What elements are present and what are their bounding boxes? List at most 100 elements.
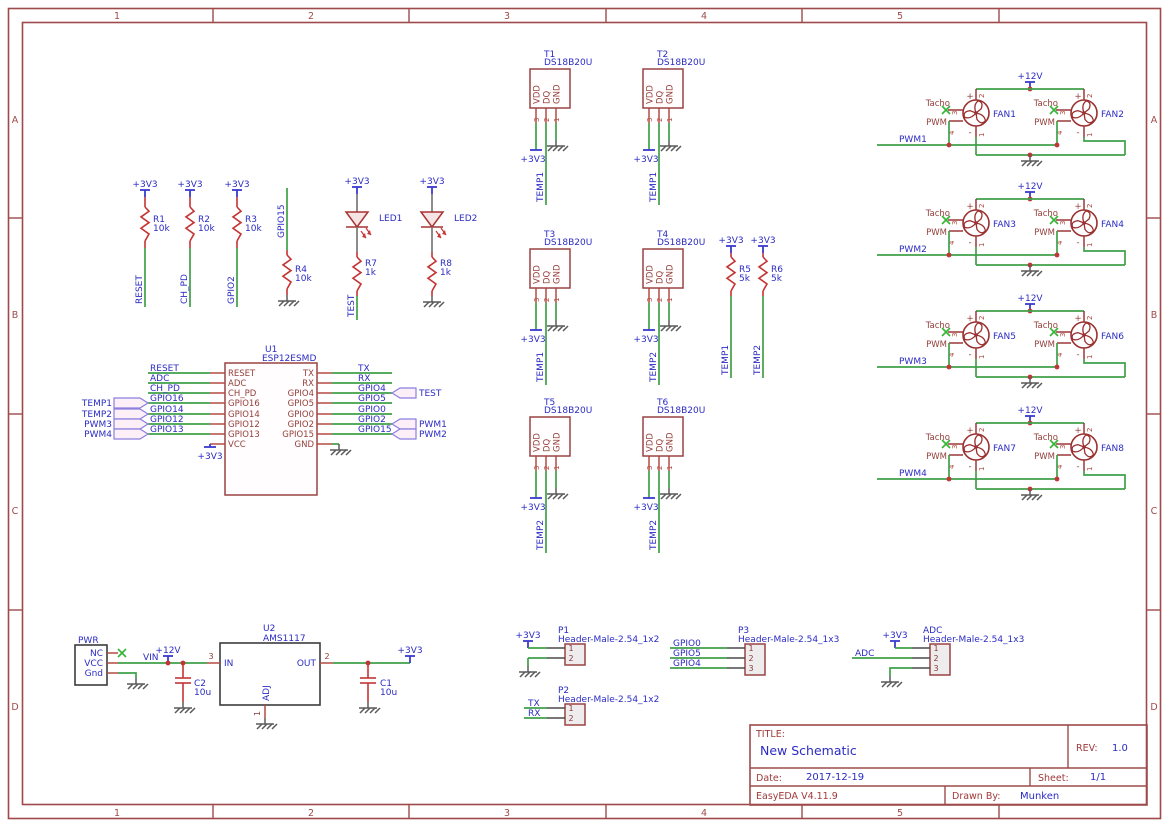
fan-blade-icon xyxy=(975,446,987,458)
pin-name: Tacho xyxy=(925,433,950,443)
pin-name: Tacho xyxy=(1033,321,1058,331)
fan-pair-0[interactable]: +12V+2-1Tacho3PWM4FAN1+2-1Tacho3PWM4FAN2… xyxy=(877,72,1126,167)
netflag-label: PWM3 xyxy=(84,420,112,430)
power-flag-label: +12V xyxy=(1017,294,1043,304)
pin-name: GND xyxy=(666,432,676,452)
power-flag-label: +3V3 xyxy=(344,177,369,187)
net-label: RX xyxy=(358,374,370,384)
pin-number: 1 xyxy=(666,466,674,470)
pin-number: 3 xyxy=(933,664,938,673)
wire-segment xyxy=(137,683,144,690)
ref-label: T6 xyxy=(656,398,668,408)
pin-name: + xyxy=(966,92,973,102)
wire-segment xyxy=(725,256,737,292)
power-flag-label: +3V3 xyxy=(224,180,249,190)
net-label: RESET xyxy=(135,275,145,304)
pin-number: 2 xyxy=(656,118,664,122)
wire-segment xyxy=(271,723,278,730)
fan-blade-icon xyxy=(1083,222,1095,234)
pin-name: GND xyxy=(553,264,563,284)
fan-pair-2[interactable]: +12V+2-1Tacho3PWM4FAN5+2-1Tacho3PWM4FAN6… xyxy=(877,294,1126,389)
net-label: CH_PD xyxy=(150,384,180,394)
net-label: TX xyxy=(527,699,540,709)
wire-segment xyxy=(438,301,445,308)
ref-label: R6 xyxy=(771,265,783,275)
pin-name: OUT xyxy=(297,659,317,669)
power-flag-label: +3V3 xyxy=(177,180,202,190)
wire-segment xyxy=(896,681,903,688)
power-flag-label: +3V3 xyxy=(633,155,658,165)
fan-blade-icon xyxy=(963,220,978,229)
pin-name: VDD xyxy=(646,265,656,284)
pin-name: Tacho xyxy=(925,99,950,109)
net-label: VIN xyxy=(143,653,159,663)
pin-name: PWM xyxy=(926,228,947,238)
drawn-by-value: Munken xyxy=(1020,791,1059,802)
ref-label: FAN5 xyxy=(993,332,1016,342)
pin-number: 4 xyxy=(948,464,956,469)
pin-name: - xyxy=(968,462,971,472)
fan-blade-icon xyxy=(1083,446,1095,458)
value-label: 10k xyxy=(295,274,312,284)
wire-segment xyxy=(1026,494,1033,501)
pin-name: - xyxy=(1076,128,1079,138)
net-label: TEST xyxy=(347,294,357,318)
wire-segment xyxy=(335,449,342,456)
wire-segment xyxy=(374,707,381,714)
frame-row-label: A xyxy=(12,115,19,126)
pin-name: + xyxy=(966,202,973,212)
power-flag-label: +12V xyxy=(1017,182,1043,192)
sheet-value: 1/1 xyxy=(1090,772,1106,783)
frame-col-label: 5 xyxy=(897,11,903,22)
ref-label: LED2 xyxy=(454,214,477,224)
fan-pair-3[interactable]: +12V+2-1Tacho3PWM4FAN7+2-1Tacho3PWM4FAN8… xyxy=(877,406,1126,501)
frame-row-label: C xyxy=(12,506,19,517)
wire-segment xyxy=(1021,270,1028,277)
pin-number: 3 xyxy=(208,652,213,661)
net-label: PWM1 xyxy=(899,135,927,145)
pin-number: 2 xyxy=(748,654,753,663)
part-label: DS18B20U xyxy=(657,238,705,248)
part-label: DS18B20U xyxy=(657,406,705,416)
wire-segment xyxy=(881,681,888,688)
fan-hub-icon xyxy=(974,221,978,225)
pin-name: ADC xyxy=(228,379,246,389)
pin-name: PWM xyxy=(1034,340,1055,350)
pin-number: 1 xyxy=(1086,243,1094,247)
led-arrow-icon xyxy=(362,233,366,238)
netflag-label: TEST xyxy=(418,389,442,399)
pin-number: 4 xyxy=(1056,352,1064,357)
wire-segment xyxy=(369,707,376,714)
tool-version: EasyEDA V4.11.9 xyxy=(756,791,838,802)
power-flag-label: +3V3 xyxy=(515,631,540,641)
pin-number: 1 xyxy=(978,133,986,137)
netflag-icon xyxy=(390,418,417,430)
pin-name: TX xyxy=(302,369,314,379)
wire-segment xyxy=(660,145,667,152)
pin-name: DQ xyxy=(543,90,553,104)
fan-pair-1[interactable]: +12V+2-1Tacho3PWM4FAN3+2-1Tacho3PWM4FAN4… xyxy=(877,182,1126,277)
ref-label: R8 xyxy=(440,259,452,269)
pin-number: 1 xyxy=(666,118,674,122)
net-label: TEMP2 xyxy=(753,345,763,376)
